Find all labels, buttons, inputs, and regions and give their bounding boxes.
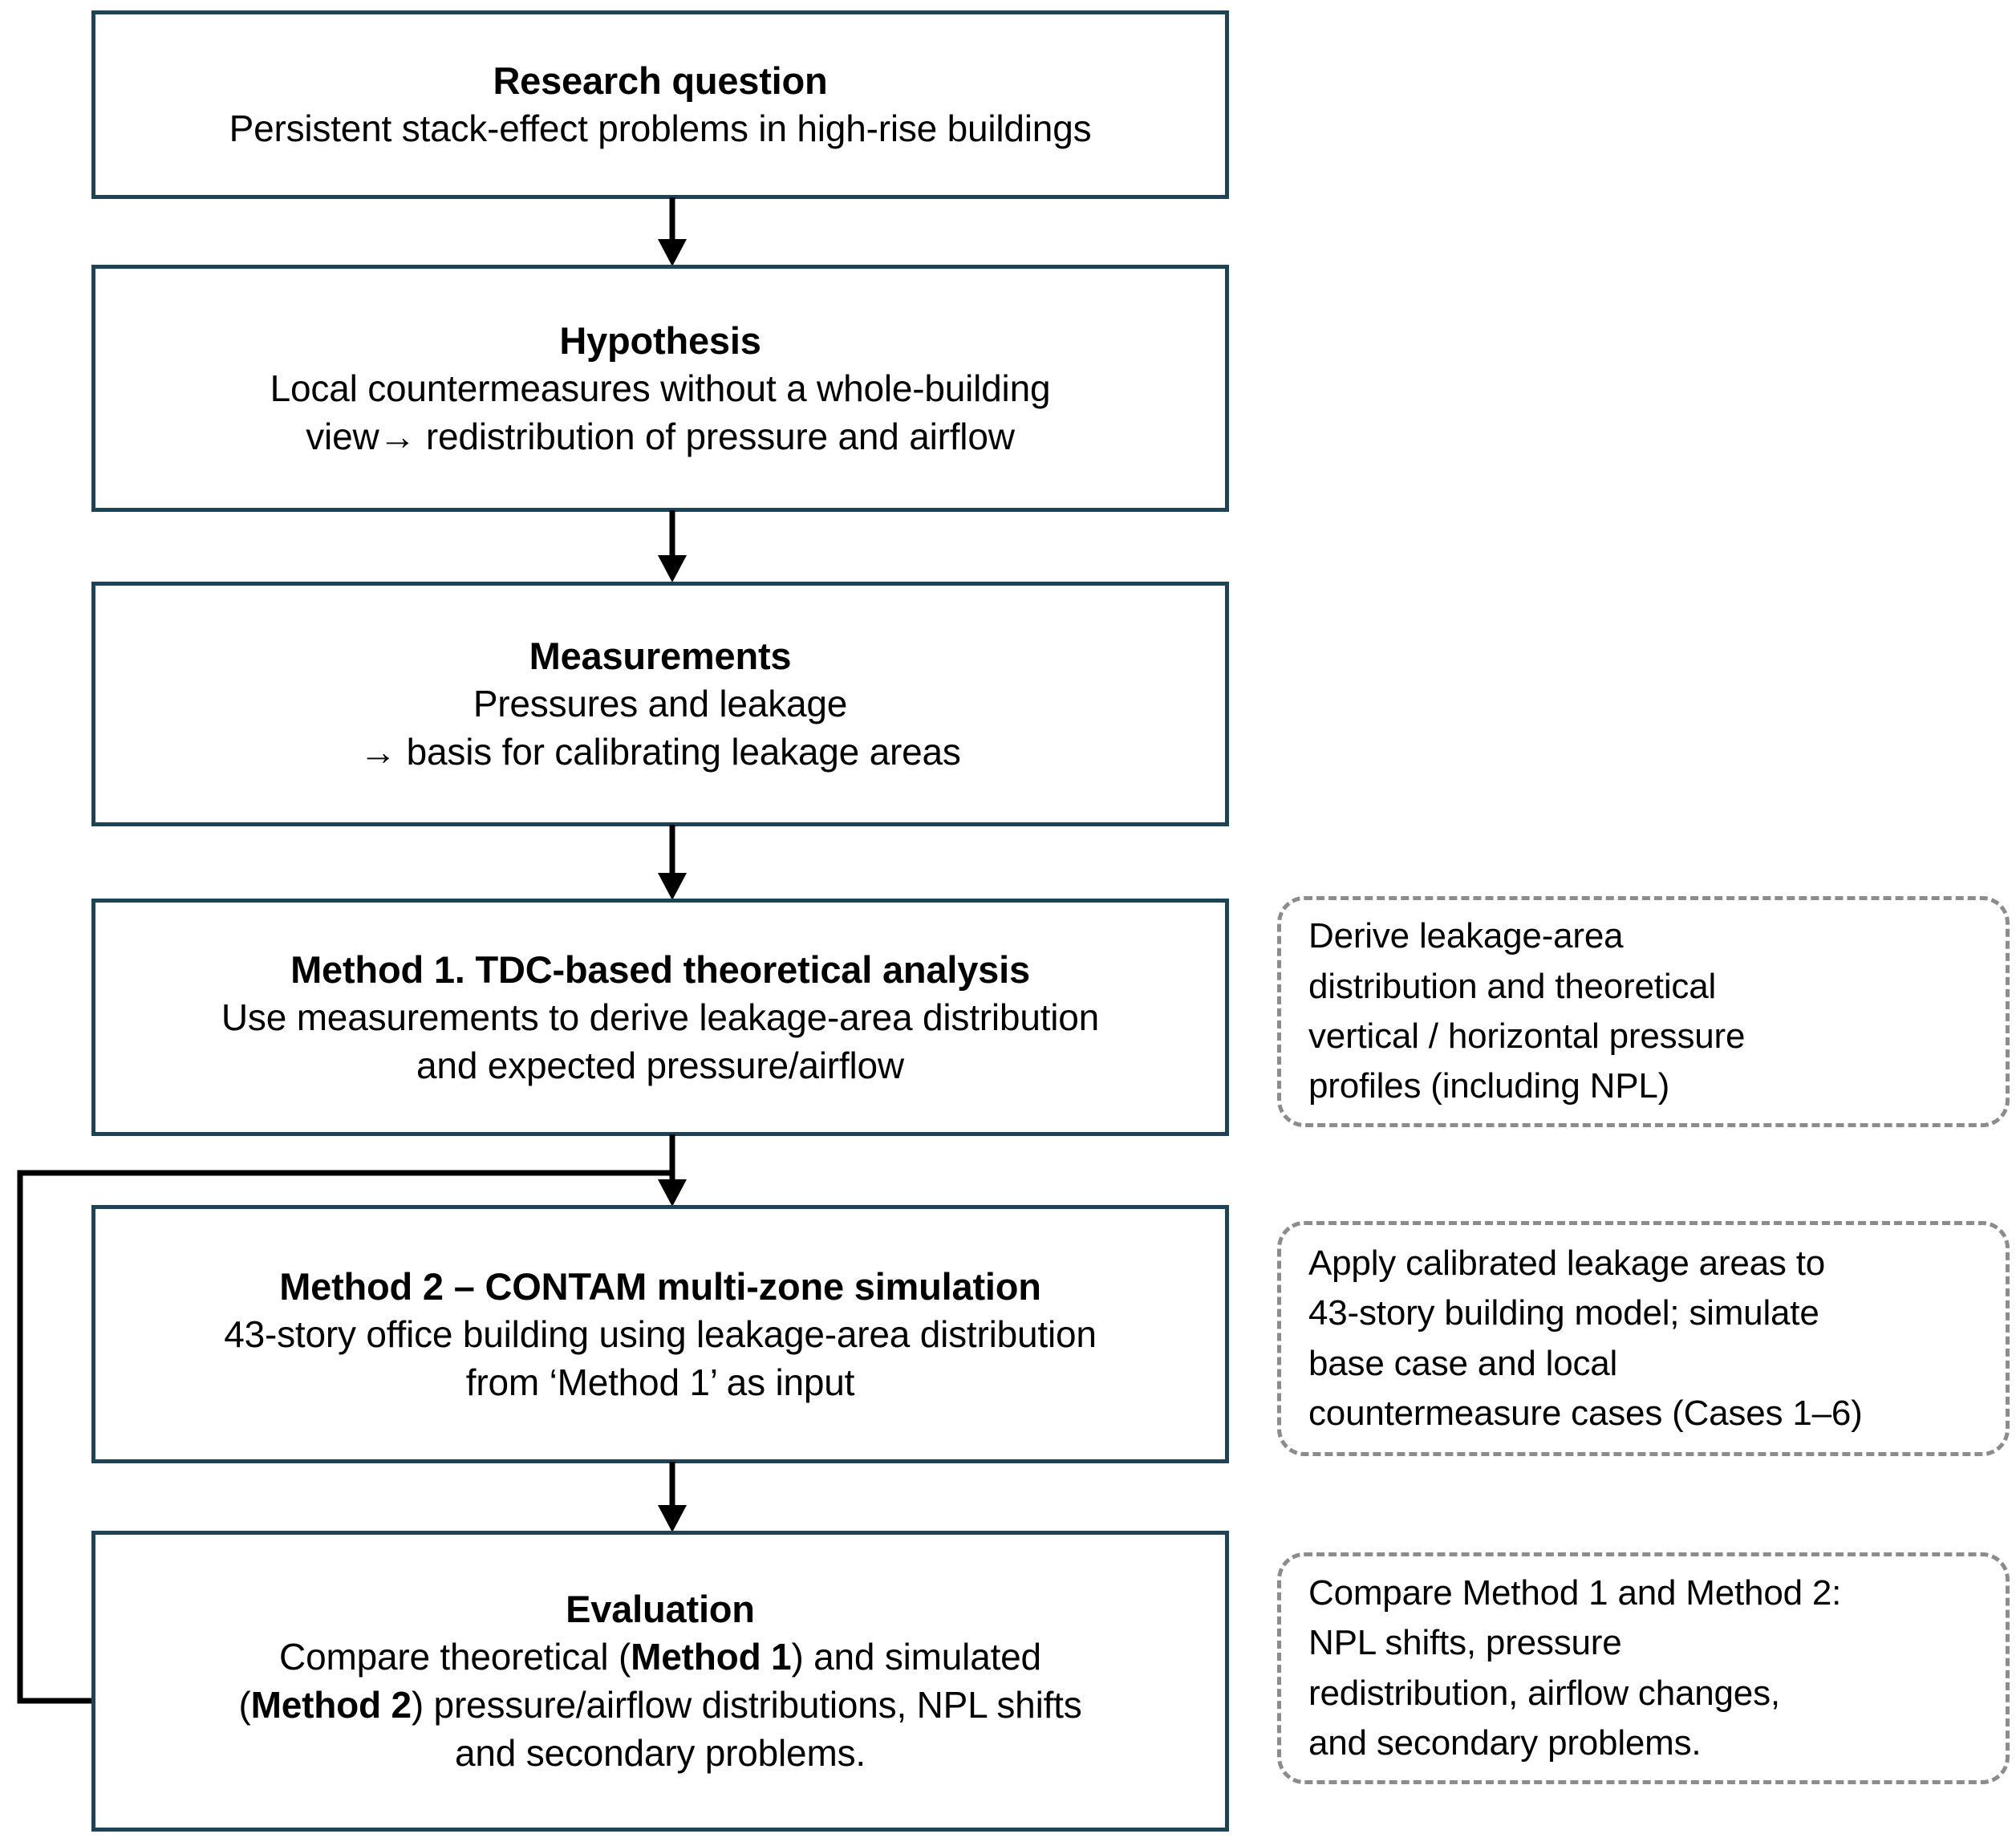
step-title-hypothesis: Hypothesis bbox=[559, 318, 761, 362]
step-box-method-1: Method 1. TDC-based theoretical analysis… bbox=[91, 899, 1229, 1136]
arrow-measurements-to-method1 bbox=[653, 825, 692, 902]
note-text-method-2: Apply calibrated leakage areas to 43-sto… bbox=[1308, 1243, 1863, 1433]
step-box-research-question: Research question Persistent stack-effec… bbox=[91, 10, 1229, 199]
step-title-method-2: Method 2 – CONTAM multi-zone simulation bbox=[279, 1264, 1041, 1308]
step-title-method-1: Method 1. TDC-based theoretical analysis bbox=[290, 947, 1030, 991]
step-body-method-1: Use measurements to derive leakage-area … bbox=[221, 996, 1100, 1086]
step-body-evaluation: Compare theoretical (Method 1) and simul… bbox=[238, 1636, 1082, 1774]
arrow-question-to-hypothesis bbox=[653, 197, 692, 268]
step-title-evaluation: Evaluation bbox=[566, 1588, 755, 1631]
step-body-method-2: 43-story office building using leakage-a… bbox=[224, 1313, 1097, 1403]
step-title-research-question: Research question bbox=[493, 59, 828, 103]
note-box-evaluation: Compare Method 1 and Method 2: NPL shift… bbox=[1277, 1552, 2010, 1784]
arrow-method1-to-method2 bbox=[653, 1134, 692, 1208]
step-box-method-2: Method 2 – CONTAM multi-zone simulation … bbox=[91, 1205, 1229, 1463]
arrow-hypothesis-to-measurements bbox=[653, 510, 692, 584]
step-box-evaluation: Evaluation Compare theoretical (Method 1… bbox=[91, 1531, 1229, 1832]
step-body-measurements: Pressures and leakage → basis for calibr… bbox=[359, 683, 961, 773]
step-body-research-question: Persistent stack-effect problems in high… bbox=[229, 108, 1092, 150]
step-box-hypothesis: Hypothesis Local countermeasures without… bbox=[91, 265, 1229, 512]
step-box-measurements: Measurements Pressures and leakage → bas… bbox=[91, 582, 1229, 826]
arrow-method2-to-evaluation bbox=[653, 1462, 692, 1534]
note-text-evaluation: Compare Method 1 and Method 2: NPL shift… bbox=[1308, 1572, 1842, 1763]
note-box-method-1: Derive leakage-area distribution and the… bbox=[1277, 896, 2010, 1127]
step-body-hypothesis: Local countermeasures without a whole-bu… bbox=[270, 367, 1051, 457]
step-title-measurements: Measurements bbox=[529, 635, 792, 678]
note-box-method-2: Apply calibrated leakage areas to 43-sto… bbox=[1277, 1221, 2010, 1456]
note-text-method-1: Derive leakage-area distribution and the… bbox=[1308, 916, 1746, 1106]
